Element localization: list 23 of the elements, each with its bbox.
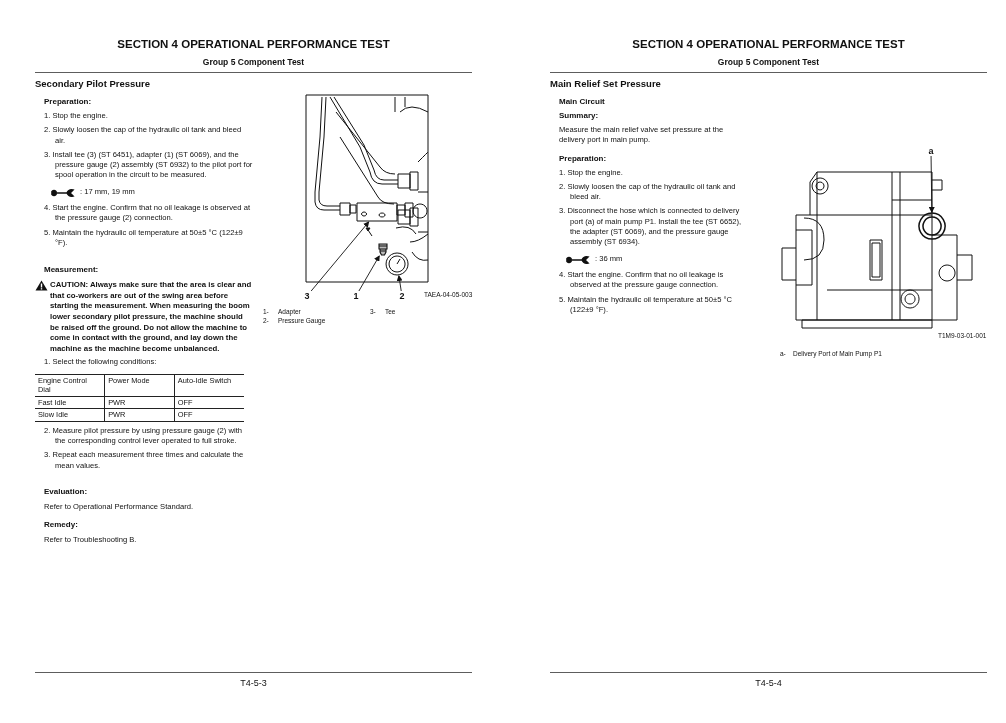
callout-number: a — [926, 146, 936, 156]
delivery-port-drawing — [918, 212, 946, 240]
group-title: Group 5 Component Test — [201, 57, 306, 67]
pressure-gauge-drawing — [385, 252, 409, 276]
subheading: Measurement: — [44, 265, 100, 275]
subheading: Preparation: — [559, 153, 608, 163]
page-number: T4-5-4 — [754, 678, 783, 688]
callout-number: 1 — [351, 291, 361, 301]
callout-number: 3 — [302, 291, 312, 301]
tee-fitting-drawing — [356, 202, 398, 222]
group-title: Group 5 Component Test — [716, 57, 821, 67]
subheading: Preparation: — [44, 97, 93, 106]
subheading: Remedy: — [44, 520, 79, 530]
page-number: T4-5-3 — [239, 678, 268, 688]
adapter-drawing — [377, 243, 389, 256]
subheading: Summary: — [559, 111, 600, 120]
callout-number: 2 — [397, 291, 407, 301]
section-heading: Secondary Pilot Pressure — [35, 78, 152, 89]
section-heading: Main Relief Set Pressure — [550, 78, 662, 89]
subheading: Evaluation: — [44, 486, 89, 496]
section-title: SECTION 4 OPERATIONAL PERFORMANCE TEST — [116, 38, 391, 50]
section-title: SECTION 4 OPERATIONAL PERFORMANCE TEST — [631, 38, 906, 50]
subheading: Main Circuit — [559, 97, 606, 106]
